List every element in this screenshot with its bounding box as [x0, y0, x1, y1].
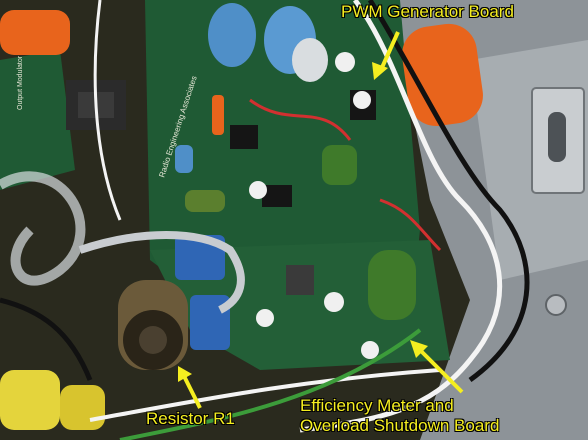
- trimmer-6: [256, 309, 274, 327]
- clear-tubing: [0, 171, 86, 286]
- arrow-eff-shaft: [418, 348, 464, 394]
- bracket-slot: [548, 112, 566, 162]
- yellow-capacitor-1: [0, 370, 60, 430]
- trimmer-2: [353, 91, 371, 109]
- left-pcb: [0, 50, 75, 190]
- blue-capacitor-3: [175, 145, 193, 173]
- wire-white-3: [93, 0, 122, 221]
- efficiency-label-line1: Efficiency Meter and: [300, 396, 454, 415]
- arrow-eff-head: [410, 340, 428, 358]
- blue-relay: [175, 235, 225, 280]
- capacitor-top: [292, 38, 328, 82]
- green-capacitor-2: [368, 250, 416, 320]
- resistor-r1-core: [139, 326, 167, 354]
- wire-gray: [78, 231, 245, 314]
- arrow-r1-shaft: [182, 375, 202, 409]
- wire-black-1: [367, 0, 530, 383]
- arrow-r1-head: [178, 366, 192, 382]
- trimmer-4: [324, 292, 344, 312]
- orange-capacitor-left: [0, 10, 70, 55]
- efficiency-label-line2: Overload Shutdown Board: [300, 416, 500, 435]
- efficiency-board-label: Efficiency Meter and Overload Shutdown B…: [300, 396, 499, 436]
- main-ic-1: [230, 125, 258, 149]
- trimmer-5: [361, 341, 379, 359]
- wire-green: [119, 328, 422, 440]
- arrow-pwm-shaft: [378, 31, 400, 73]
- chassis-screw: [545, 294, 567, 316]
- wire-red: [249, 98, 352, 141]
- pwm-board-label: PWM Generator Board: [341, 2, 514, 21]
- green-capacitor-3: [185, 190, 225, 212]
- resistor-r1-label: Resistor R1: [146, 409, 235, 428]
- wire-white-1: [299, 0, 503, 433]
- arrow-pwm-head: [372, 62, 388, 80]
- orange-capacitor-right: [402, 23, 483, 127]
- wire-white-2: [89, 368, 441, 422]
- green-capacitor-1: [322, 145, 357, 185]
- yellow-capacitor-2: [60, 385, 105, 430]
- trimmer-3: [249, 181, 267, 199]
- main-ic-2: [262, 185, 292, 207]
- small-orange-part: [212, 95, 224, 135]
- left-board-silkscreen: Output Modulator: [17, 55, 24, 110]
- wire-red-2: [379, 198, 442, 252]
- regulator-heatsink: [286, 265, 314, 295]
- wire-black-2: [0, 297, 93, 381]
- blue-capacitor-1: [208, 3, 256, 67]
- trimmer-1: [335, 52, 355, 72]
